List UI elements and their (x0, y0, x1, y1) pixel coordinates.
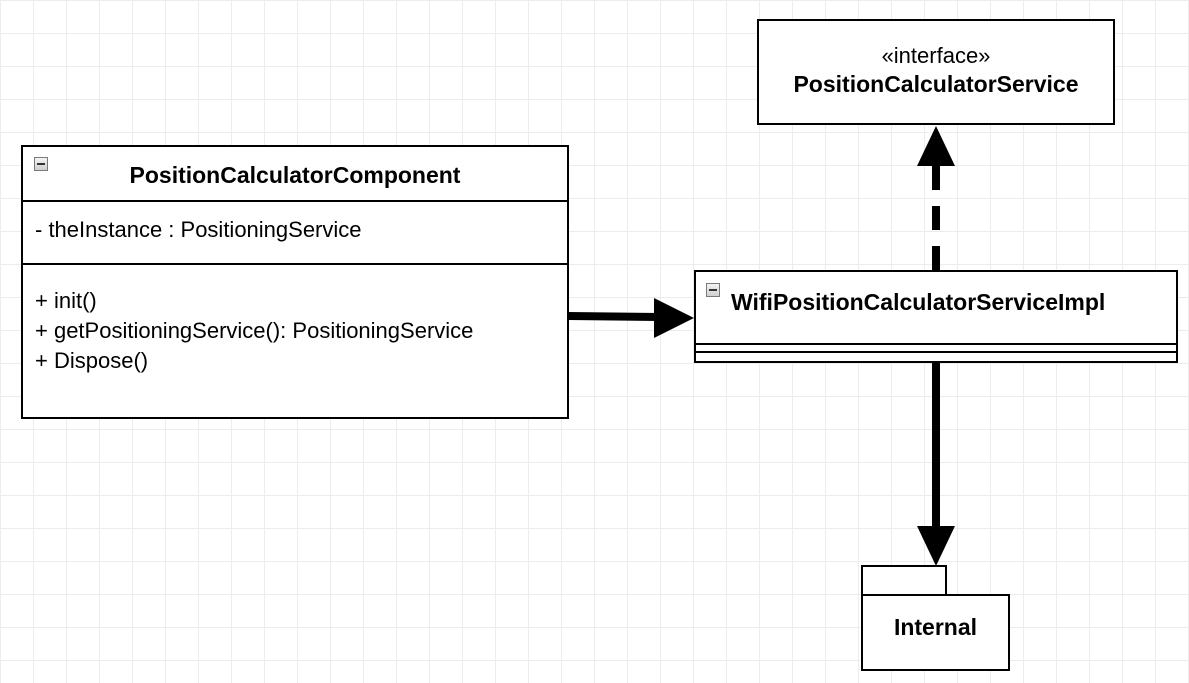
component-attributes-divider (23, 263, 567, 265)
class-position-calculator-component[interactable]: PositionCalculatorComponent - theInstanc… (21, 145, 569, 419)
component-method: + getPositioningService(): PositioningSe… (35, 318, 474, 343)
collapse-icon[interactable] (34, 157, 48, 171)
association-edge (567, 312, 661, 321)
impl-class-name: WifiPositionCalculatorServiceImpl (731, 289, 1106, 315)
component-class-name: PositionCalculatorComponent (129, 162, 461, 188)
interface-name: PositionCalculatorService (793, 71, 1079, 97)
impl-name-divider (696, 343, 1176, 345)
component-name-divider (23, 200, 567, 202)
impl-attributes-divider (696, 351, 1176, 353)
class-wifi-position-calculator-service-impl[interactable]: WifiPositionCalculatorServiceImpl (694, 270, 1178, 363)
association-arrowhead (654, 298, 694, 338)
dependency-arrowhead (917, 526, 955, 566)
interface-position-calculator-service[interactable]: «interface» PositionCalculatorService (757, 19, 1115, 125)
package-internal[interactable]: Internal (861, 594, 1010, 671)
collapse-icon[interactable] (706, 283, 720, 297)
realization-arrowhead (917, 126, 955, 166)
component-attribute: - theInstance : PositioningService (35, 217, 362, 242)
package-name: Internal (893, 614, 978, 640)
component-method: + init() (35, 288, 97, 313)
component-method: + Dispose() (35, 348, 149, 373)
interface-stereotype: «interface» (881, 43, 991, 68)
package-tab (861, 565, 947, 597)
